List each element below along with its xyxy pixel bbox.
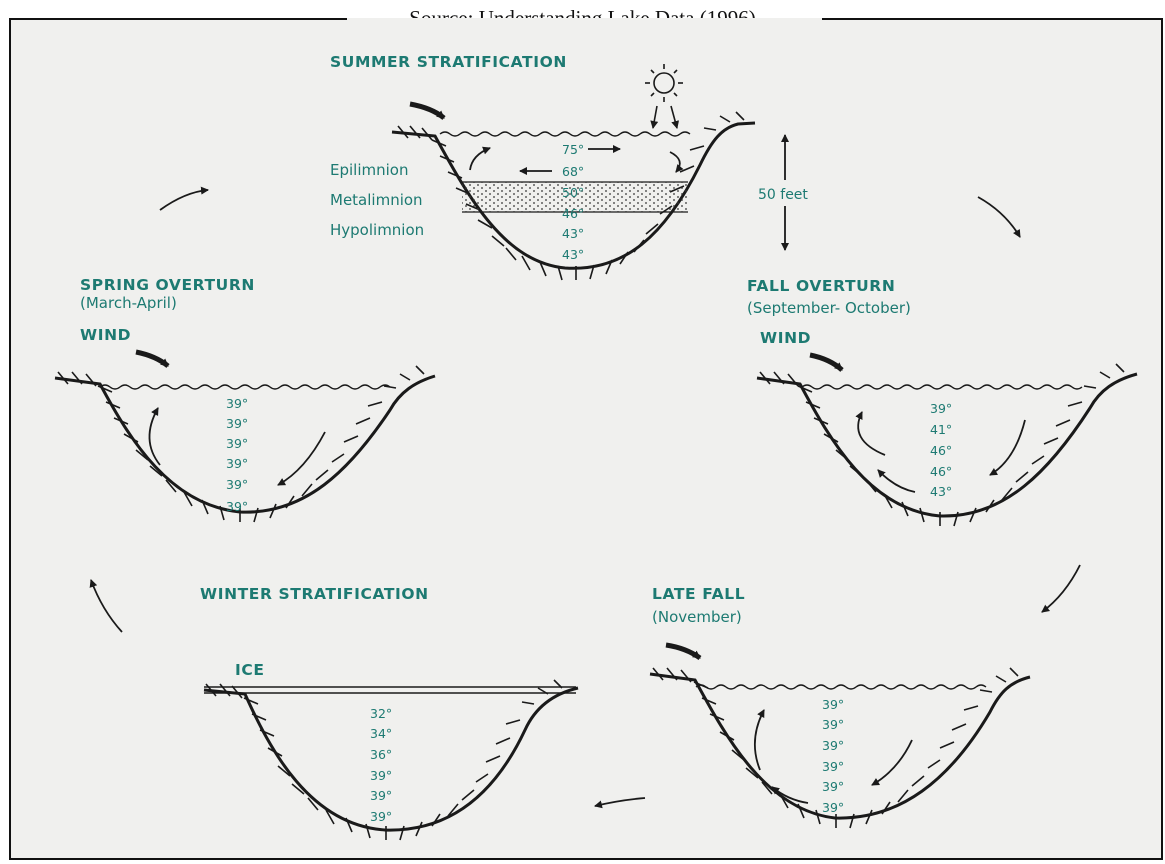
temp-reading: 36° xyxy=(370,747,392,762)
temp-reading: 46° xyxy=(562,206,584,221)
spring-wind-label: WIND xyxy=(80,326,131,344)
winter-ice-label: ICE xyxy=(235,661,265,679)
spring-months: (March-April) xyxy=(80,294,177,312)
depth-label: 50 feet xyxy=(758,187,808,203)
fall-wind-label: WIND xyxy=(760,329,811,347)
late-fall-panel: LATE FALL (November) 39° 39° 39° 39° 39°… xyxy=(650,585,1030,828)
temp-reading: 39° xyxy=(370,768,392,783)
late-fall-title: LATE FALL xyxy=(652,585,745,603)
temp-reading: 75° xyxy=(562,142,584,157)
circulation-arrow-icon xyxy=(470,148,490,170)
cycle-arrow-icon xyxy=(160,190,208,210)
temp-reading: 43° xyxy=(562,247,584,262)
cycle-arrow-icon xyxy=(91,580,122,632)
temp-reading: 39° xyxy=(822,800,844,815)
temp-reading: 39° xyxy=(370,809,392,824)
temp-reading: 39° xyxy=(822,717,844,732)
temp-reading: 39° xyxy=(226,416,248,431)
circulation-arrow-icon xyxy=(872,740,912,785)
temp-reading: 46° xyxy=(930,464,952,479)
temp-reading: 50° xyxy=(562,185,584,200)
temp-reading: 43° xyxy=(930,484,952,499)
wind-arrow-icon xyxy=(136,352,168,366)
temp-reading: 34° xyxy=(370,726,392,741)
wind-arrow-icon xyxy=(666,645,700,658)
circulation-arrow-icon xyxy=(670,152,680,172)
fall-temperatures: 39° 41° 46° 46° 43° xyxy=(930,401,952,499)
circulation-arrow-icon xyxy=(278,432,325,485)
spring-panel: SPRING OVERTURN (March-April) WIND 39° 3… xyxy=(55,276,435,522)
circulation-arrow-icon xyxy=(858,412,885,455)
circulation-arrow-icon xyxy=(755,710,764,770)
temp-reading: 39° xyxy=(226,436,248,451)
temp-reading: 46° xyxy=(930,443,952,458)
temp-reading: 39° xyxy=(930,401,952,416)
cycle-arrow-icon xyxy=(978,197,1020,237)
temp-reading: 39° xyxy=(370,788,392,803)
cycle-arrow-icon xyxy=(1042,565,1080,612)
temp-reading: 39° xyxy=(226,499,248,514)
fall-months: (September- October) xyxy=(747,299,911,317)
temp-reading: 39° xyxy=(226,477,248,492)
spring-temperatures: 39° 39° 39° 39° 39° 39° xyxy=(226,396,248,514)
fall-water-surface xyxy=(802,385,1082,389)
circulation-arrow-icon xyxy=(878,470,915,492)
spring-title: SPRING OVERTURN xyxy=(80,276,255,294)
summer-panel: SUMMER STRATIFICATION xyxy=(330,53,808,280)
temp-reading: 39° xyxy=(226,396,248,411)
circulation-arrow-icon xyxy=(149,408,160,465)
spring-water-surface xyxy=(100,385,390,389)
temp-reading: 39° xyxy=(226,456,248,471)
late-fall-water-surface xyxy=(696,685,986,689)
temp-reading: 32° xyxy=(370,706,392,721)
temp-reading: 39° xyxy=(822,738,844,753)
summer-water-surface xyxy=(440,132,690,136)
fall-title: FALL OVERTURN xyxy=(747,277,895,295)
temp-reading: 39° xyxy=(822,759,844,774)
sun-icon xyxy=(645,64,683,128)
temp-reading: 39° xyxy=(822,697,844,712)
cycle-arrow-icon xyxy=(595,798,645,806)
temp-reading: 68° xyxy=(562,164,584,179)
zone-metalimnion: Metalimnion xyxy=(330,191,423,209)
winter-title: WINTER STRATIFICATION xyxy=(200,585,429,603)
temp-reading: 39° xyxy=(822,779,844,794)
depth-indicator: 50 feet xyxy=(758,135,808,250)
wind-arrow-icon xyxy=(810,355,842,370)
zone-epilimnion: Epilimnion xyxy=(330,161,408,179)
temp-reading: 43° xyxy=(562,226,584,241)
zone-hypolimnion: Hypolimnion xyxy=(330,221,424,239)
late-fall-months: (November) xyxy=(652,608,742,626)
wind-arrow-icon xyxy=(410,104,444,118)
fall-panel: FALL OVERTURN (September- October) WIND … xyxy=(747,277,1137,526)
winter-temperatures: 32° 34° 36° 39° 39° 39° xyxy=(370,706,392,824)
winter-panel: WINTER STRATIFICATION ICE 32° 34° 36° 39… xyxy=(200,585,578,840)
summer-title: SUMMER STRATIFICATION xyxy=(330,53,567,71)
circulation-arrow-icon xyxy=(990,420,1025,475)
temp-reading: 41° xyxy=(930,422,952,437)
late-fall-temperatures: 39° 39° 39° 39° 39° 39° xyxy=(822,697,844,815)
